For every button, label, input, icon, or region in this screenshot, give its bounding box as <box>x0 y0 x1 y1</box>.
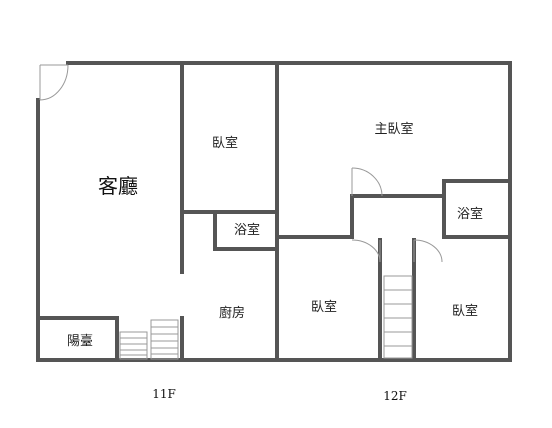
room-kitchen-label: 廚房 <box>219 305 245 321</box>
entrance-door <box>39 64 69 101</box>
unit-11f: 客廳 臥室 浴室 廚房 陽臺 <box>36 61 279 362</box>
door-bedroom-mid <box>351 239 381 263</box>
stairs-11f <box>119 319 179 360</box>
unit-12f: 主臥室 浴室 臥室 臥室 <box>275 61 512 362</box>
floor-label-right: 12F <box>383 389 407 403</box>
room-bedroom-right-label: 臥室 <box>452 303 478 319</box>
room-bedroom-left-label: 臥室 <box>212 135 238 151</box>
room-bedroom-mid-label: 臥室 <box>311 299 337 315</box>
door-master <box>351 167 383 197</box>
floor-label-left: 11F <box>152 387 176 401</box>
room-master-label: 主臥室 <box>374 121 413 137</box>
stairs-12f <box>383 275 413 359</box>
room-balcony-label: 陽臺 <box>67 334 93 349</box>
room-bath-left-label: 浴室 <box>234 222 260 238</box>
room-bath-right-label: 浴室 <box>457 206 483 222</box>
door-bedroom-right <box>413 239 443 263</box>
room-living-label: 客廳 <box>98 174 138 198</box>
